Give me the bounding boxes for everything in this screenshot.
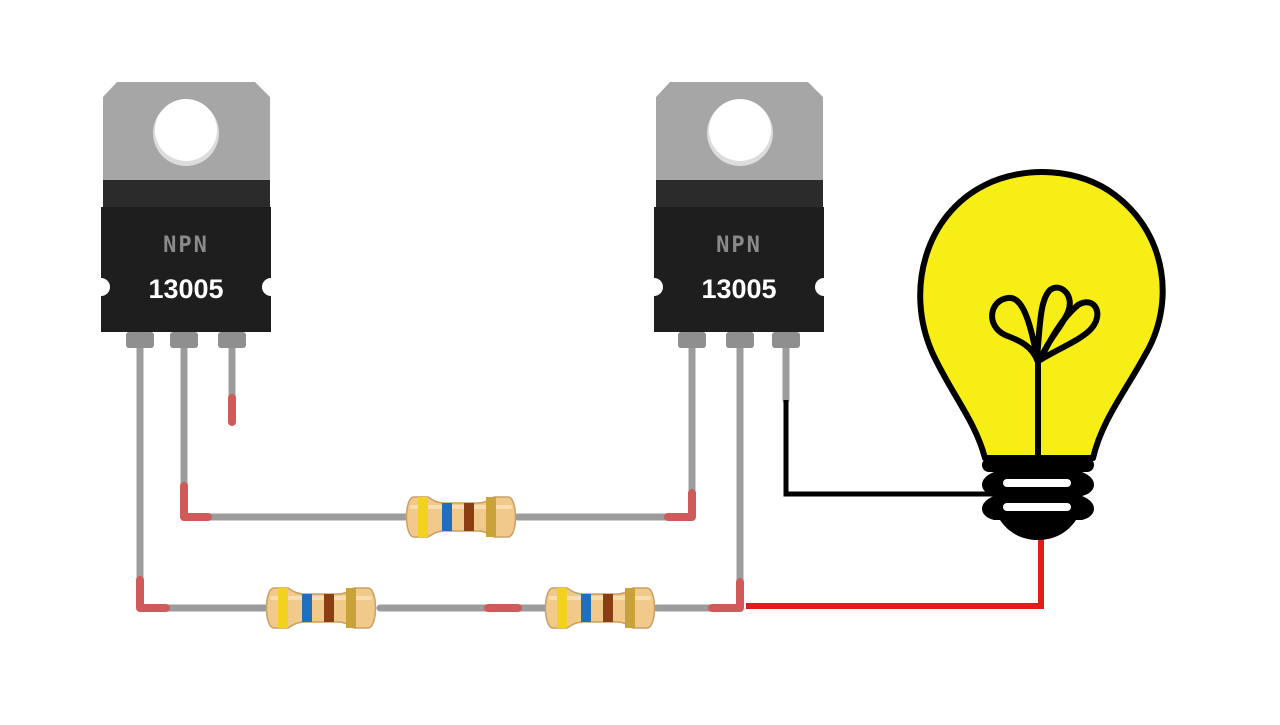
transistor-part-number: 13005: [148, 274, 223, 304]
resistor-band: [625, 588, 635, 628]
resistor-band: [603, 594, 613, 622]
wire-black-to-bulb: [783, 400, 1000, 497]
lead-collar-1: [126, 332, 154, 348]
lead-collar-2: [726, 332, 754, 348]
wire-end-bottom-right: [708, 578, 744, 612]
resistor-band: [418, 497, 428, 537]
wire-red-to-bulb: [746, 538, 1044, 609]
wire-end-upper-right: [664, 489, 696, 521]
mounting-hole-inner: [155, 99, 217, 161]
lead-collar-2: [170, 332, 198, 348]
bulb-thread-highlight-2: [1003, 503, 1071, 511]
wire-end-upper-left: [180, 482, 212, 521]
wire-left-leg1: [136, 336, 269, 612]
transistor-part-number: 13005: [701, 274, 776, 304]
wire-upper-rail-right: [514, 336, 696, 521]
transistor-body: [654, 207, 824, 332]
lead-collar-3: [772, 332, 800, 348]
wire-left-leg2: [180, 336, 409, 521]
bulb-base-collar: [982, 458, 1094, 472]
bulb-filament: [989, 284, 1101, 461]
resistor-bottom-left: [265, 587, 377, 629]
mounting-hole-inner: [709, 99, 771, 161]
resistor-band: [302, 594, 312, 622]
body-notch-left: [645, 278, 663, 296]
transistor-right: NPN 13005: [645, 82, 833, 348]
wire-ends: [136, 394, 744, 612]
tab-band: [103, 180, 270, 207]
body-notch-left: [92, 278, 110, 296]
transistor-type-label: NPN: [716, 233, 762, 258]
resistor-band: [442, 503, 452, 531]
bulb-thread-highlight-1: [1003, 479, 1071, 487]
transistor-type-label: NPN: [163, 233, 209, 258]
resistor-band: [464, 503, 474, 531]
resistor-band: [324, 594, 334, 622]
wire-bottom-rail-right: [653, 336, 744, 612]
bulb-base-tip: [1000, 520, 1076, 540]
tab-band: [656, 180, 823, 207]
transistor-left: NPN 13005: [92, 82, 280, 348]
wire-end-bottom-left: [136, 576, 170, 612]
resistor-band: [278, 588, 288, 628]
light-bulb: [917, 169, 1166, 540]
resistor-upper: [405, 496, 517, 538]
resistor-band: [581, 594, 591, 622]
lead-collar-1: [678, 332, 706, 348]
resistor-bottom-right: [544, 587, 656, 629]
lead-collar-3: [218, 332, 246, 348]
transistor-body: [101, 207, 271, 332]
resistor-band: [557, 588, 567, 628]
resistor-band: [346, 588, 356, 628]
body-notch-right: [262, 278, 280, 296]
resistor-band: [486, 497, 496, 537]
body-notch-right: [815, 278, 833, 296]
wires: [136, 336, 790, 612]
